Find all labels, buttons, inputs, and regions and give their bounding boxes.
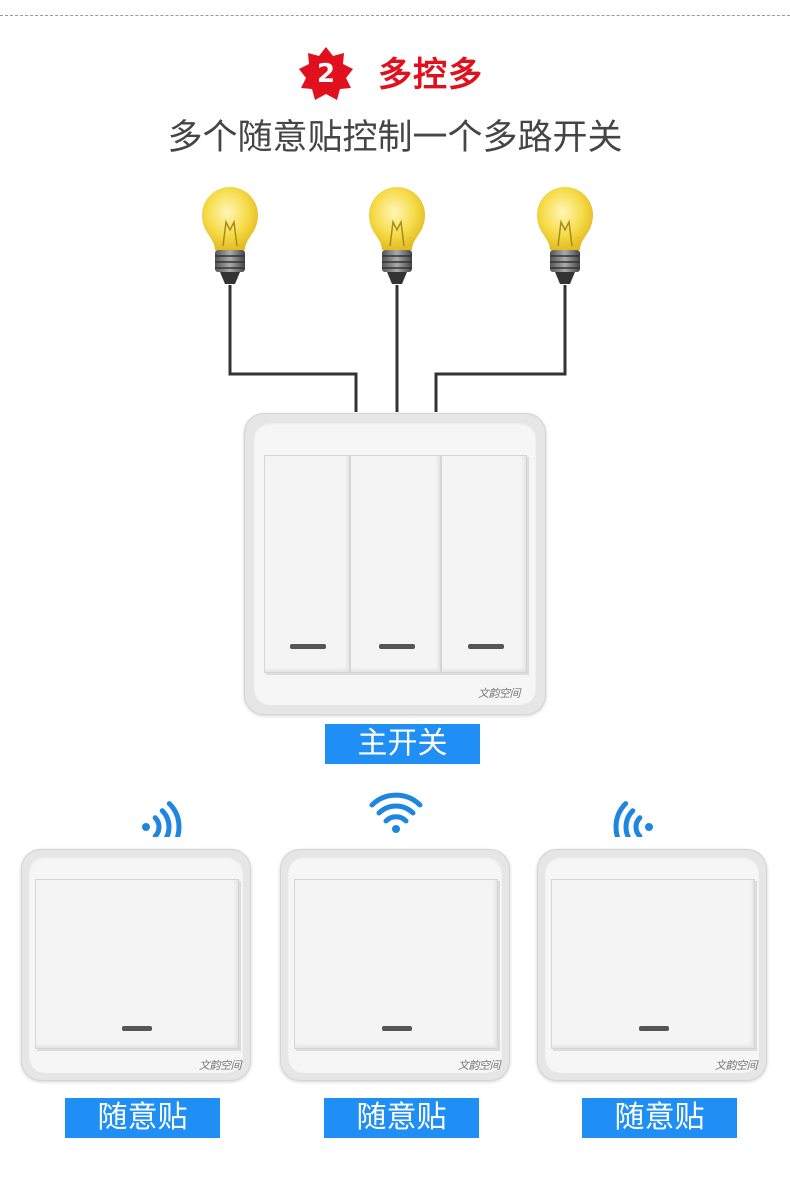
wire-right: [434, 285, 567, 412]
brand-logo: 文韵空间: [715, 1059, 758, 1072]
main-switch-panel: 文韵空间: [244, 413, 546, 715]
main-switch-rocker-2[interactable]: [350, 455, 441, 673]
bulb-icon: [202, 187, 258, 284]
bulb-icon: [537, 187, 593, 284]
main-switch-rocker-1[interactable]: [264, 455, 350, 673]
brand-logo: 文韵空间: [458, 1059, 501, 1072]
main-switch-label: 主开关: [325, 724, 480, 764]
indicator-light: [382, 1026, 412, 1031]
remote-label-2: 随意贴: [324, 1098, 479, 1138]
wiring-diagram: [202, 187, 593, 412]
remote-switch-3: 文韵空间: [537, 849, 767, 1081]
wire-left: [228, 285, 358, 412]
brand-logo: 文韵空间: [478, 687, 521, 700]
step-badge-number: 2: [316, 59, 336, 89]
wifi-signal-icon: [369, 792, 423, 833]
remote-switch-2: 文韵空间: [280, 849, 510, 1081]
remote-switch-rocker[interactable]: [551, 879, 755, 1049]
brand-logo: 文韵空间: [199, 1059, 242, 1072]
remote-switch-rocker[interactable]: [35, 879, 239, 1049]
indicator-light: [122, 1026, 152, 1031]
remote-label-1: 随意贴: [65, 1098, 220, 1138]
step-badge-icon: [299, 47, 353, 100]
remote-switch-1: 文韵空间: [21, 849, 251, 1081]
indicator-light: [468, 644, 504, 649]
top-dashed-divider: [0, 15, 790, 16]
wifi-signal-icon: [142, 801, 182, 837]
wifi-signal-icon: [613, 801, 653, 837]
main-switch-rocker-3[interactable]: [441, 455, 527, 673]
indicator-light: [379, 644, 415, 649]
indicator-light: [290, 644, 326, 649]
remote-switch-rocker[interactable]: [294, 879, 498, 1049]
bulb-icon: [369, 187, 425, 284]
indicator-light: [639, 1026, 669, 1031]
remote-label-3: 随意贴: [582, 1098, 737, 1138]
section-title: 多控多: [378, 55, 483, 95]
section-subtitle: 多个随意贴控制一个多路开关: [167, 118, 623, 158]
